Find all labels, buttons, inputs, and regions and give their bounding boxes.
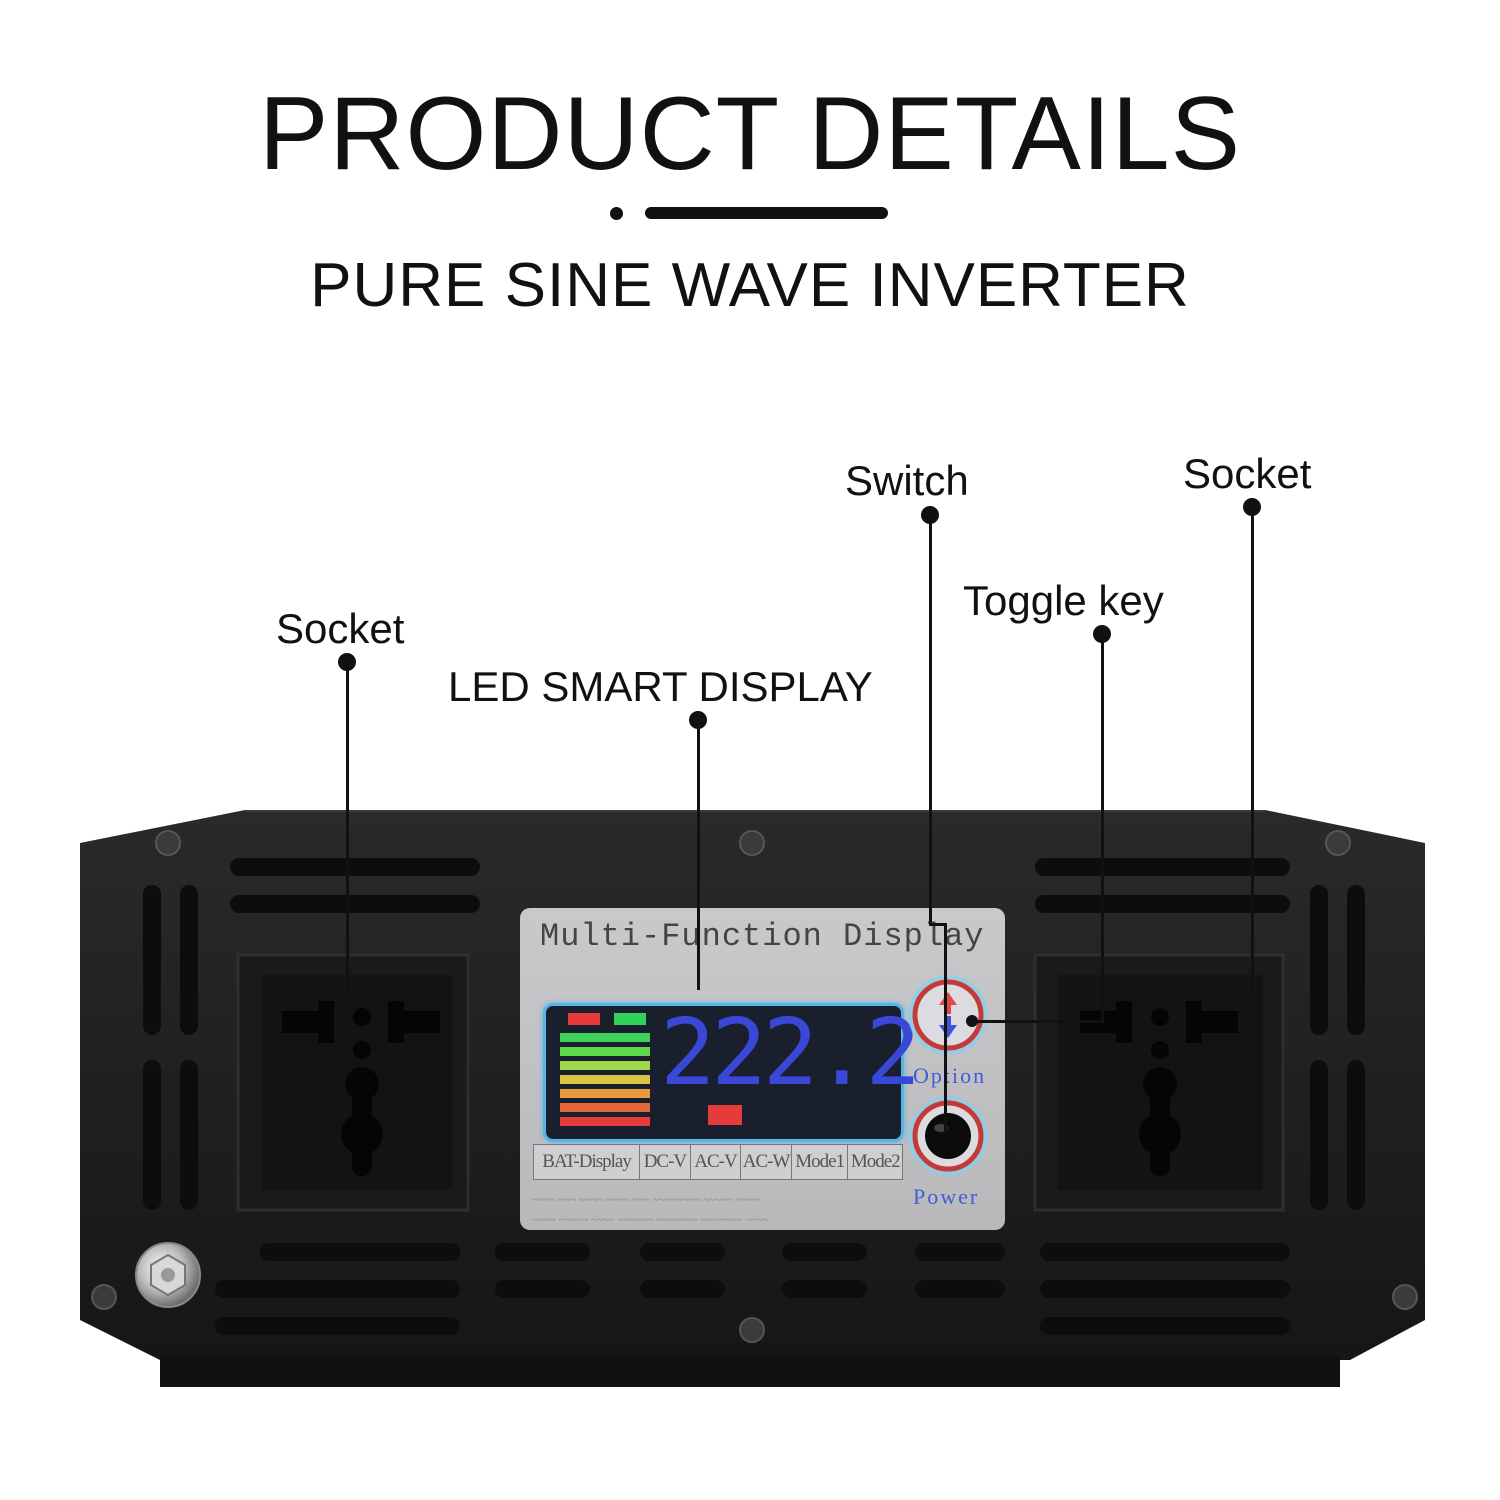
device-base [160,1355,1340,1387]
tab-mode2: Mode2 [850,1151,901,1172]
outlet-left [236,953,470,1212]
power-label: Power [913,1184,980,1209]
callout-led-display: LED SMART DISPLAY [448,663,873,710]
leader-toggle-horizontal [970,1020,1104,1023]
tab-bat-display: BAT-Display [534,1145,641,1179]
tab-ac-w: AC-W [741,1145,792,1179]
option-button[interactable] [905,972,995,1062]
vent-slots-center [495,1243,1005,1298]
power-button-icon [925,1113,971,1159]
page-title: PRODUCT DETAILS [259,76,1241,192]
panel-fine-print-1: ~~~~ ~~~ ~~~~ ~~~~ ~~~ ~~~~~~~~ ~~~~~ ~~… [532,1194,760,1206]
callout-toggle-key: Toggle key [963,577,1164,624]
panel-fine-print-2: ~~~~ ~~~~~ ~~~~ ~~~~~~ ~~~~~~~ ~~~~~~~ ~… [532,1214,769,1226]
tab-dc-v: DC-V [640,1145,691,1179]
option-label: Option [913,1063,987,1088]
display-panel-title: Multi-Function Display [540,918,985,955]
up-down-arrows-icon [939,992,957,1038]
tab-ac-v: AC-V [691,1145,742,1179]
leader-switch-horizontal [929,923,947,926]
tab-mode1: Mode1 [792,1145,849,1179]
vent-slots-left [143,858,480,1335]
page-subtitle: PURE SINE WAVE INVERTER [310,251,1190,320]
universal-socket-icon [282,1001,440,1176]
indicator-red [568,1013,600,1025]
bolt-terminal-icon [135,1242,201,1308]
callout-socket-left: Socket [276,605,405,652]
leader-socket-left [346,662,349,992]
title-divider-bar [645,207,888,219]
vent-slots-right [1035,858,1365,1335]
power-button[interactable] [905,1093,995,1183]
callout-switch: Switch [845,457,969,504]
leader-toggle-endpoint [966,1015,978,1027]
callout-socket-right: Socket [1183,450,1312,497]
leader-led-display [697,720,700,990]
leader-toggle-vertical [1101,634,1104,1022]
leader-switch-vertical [929,515,932,925]
outlet-right [1033,953,1285,1212]
leader-switch-drop [944,923,947,1133]
mode-tabs: BAT-Display DC-V AC-V AC-W Mode1 Mode2 [533,1144,903,1180]
lcd-mode-indicator [708,1105,742,1125]
indicator-green [614,1013,646,1025]
lcd-reading: 222.2 [660,999,921,1106]
screw-icon [91,830,1418,1343]
leader-socket-right [1251,507,1254,997]
title-divider-dot [610,207,623,220]
